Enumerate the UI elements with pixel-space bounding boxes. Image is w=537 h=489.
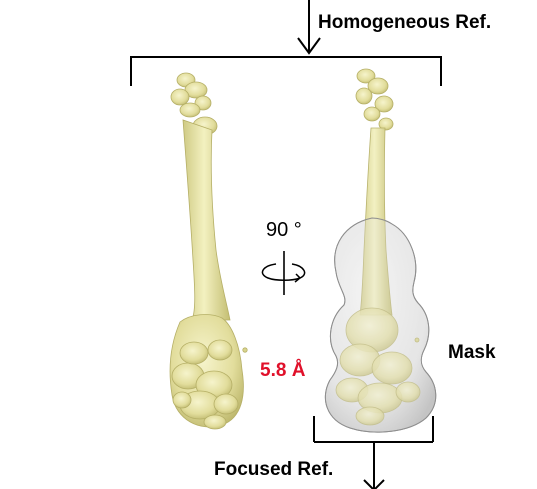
- rotation-icon: [262, 251, 304, 295]
- rotation-label: 90 °: [266, 219, 302, 241]
- homogeneous-ref-label: Homogeneous Ref.: [318, 12, 491, 33]
- mask-overlay: [325, 218, 435, 432]
- left-density-map: [170, 73, 247, 429]
- mask-label: Mask: [448, 342, 496, 363]
- focused-ref-label: Focused Ref.: [214, 459, 333, 480]
- resolution-label: 5.8 Å: [260, 360, 306, 381]
